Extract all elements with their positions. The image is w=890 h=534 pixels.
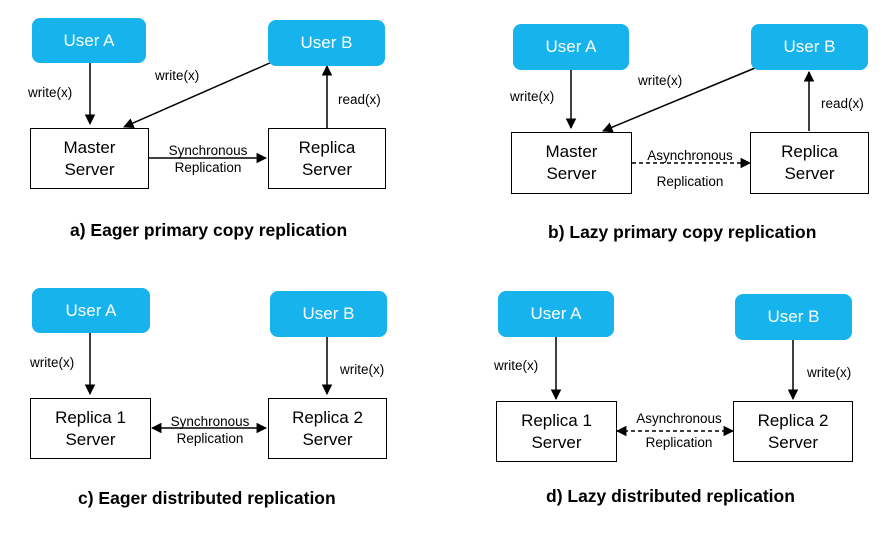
a-user-b-write-arrow bbox=[123, 61, 273, 129]
a-left-server-box: Master Server bbox=[30, 128, 149, 189]
d-right-server-line1: Replica 2 bbox=[757, 410, 829, 430]
a-right-server-line2: Server bbox=[301, 159, 353, 179]
d-user-a-label: User A bbox=[530, 304, 582, 323]
a-read-label: read(x) bbox=[338, 92, 381, 107]
c-left-server-line2: Server bbox=[65, 429, 116, 449]
b-left-server-line2: Server bbox=[546, 164, 597, 183]
d-user-a-box: User A bbox=[498, 291, 614, 337]
b-read-label: read(x) bbox=[821, 96, 864, 111]
a-user-b-label: User B bbox=[300, 33, 353, 52]
a-right-server-line1: Replica bbox=[298, 137, 356, 157]
b-replication-line2: Replication bbox=[656, 174, 724, 189]
d-replication-line2: Replication bbox=[645, 435, 713, 450]
b-user-b-box: User B bbox=[751, 24, 868, 70]
d-write-a-label: write(x) bbox=[494, 358, 539, 373]
c-write-b-label: write(x) bbox=[340, 362, 385, 377]
b-user-b-label: User B bbox=[783, 37, 836, 56]
a-write-a-label: write(x) bbox=[28, 85, 73, 100]
b-left-server-line1: Master bbox=[545, 142, 598, 161]
d-write-b-label: write(x) bbox=[807, 365, 852, 380]
d-left-server-box: Replica 1 Server bbox=[496, 401, 617, 462]
d-replication-label: Asynchronous Replication bbox=[627, 407, 731, 455]
b-right-server-line1: Replica bbox=[781, 142, 838, 161]
a-replication-label: Synchronous Replication bbox=[160, 142, 256, 176]
b-user-a-box: User A bbox=[513, 24, 629, 70]
a-replication-line2: Replication bbox=[174, 160, 242, 175]
b-write-b-label: write(x) bbox=[638, 73, 683, 88]
a-left-server-line2: Server bbox=[64, 159, 115, 179]
c-replication-line2: Replication bbox=[176, 431, 244, 446]
c-left-server-line1: Replica 1 bbox=[55, 407, 126, 427]
d-caption: d) Lazy distributed replication bbox=[546, 486, 795, 506]
b-replication-line1: Asynchronous bbox=[647, 148, 733, 163]
d-user-b-box: User B bbox=[735, 294, 852, 340]
d-right-server-line2: Server bbox=[767, 432, 819, 452]
c-right-server-line1: Replica 2 bbox=[292, 407, 363, 427]
b-replication-label: Asynchronous Replication bbox=[636, 143, 744, 195]
c-user-b-label: User B bbox=[302, 304, 355, 323]
c-replication-label: Synchronous Replication bbox=[160, 413, 260, 447]
a-write-b-label: write(x) bbox=[155, 68, 200, 83]
a-user-a-box: User A bbox=[32, 18, 146, 63]
c-caption: c) Eager distributed replication bbox=[78, 488, 336, 508]
b-right-server-line2: Server bbox=[784, 164, 835, 183]
a-user-a-label: User A bbox=[63, 30, 115, 50]
b-left-server-box: Master Server bbox=[511, 132, 632, 194]
a-replication-line1: Synchronous bbox=[168, 143, 248, 158]
c-right-server-box: Replica 2 Server bbox=[268, 398, 387, 459]
b-user-a-label: User A bbox=[545, 37, 597, 56]
a-caption: a) Eager primary copy replication bbox=[70, 220, 348, 240]
d-right-server-box: Replica 2 Server bbox=[733, 401, 853, 462]
c-replication-line1: Synchronous bbox=[170, 414, 250, 429]
d-replication-line1: Asynchronous bbox=[636, 411, 722, 426]
c-write-a-label: write(x) bbox=[30, 355, 75, 370]
a-user-b-box: User B bbox=[268, 20, 385, 66]
b-caption: b) Lazy primary copy replication bbox=[548, 222, 817, 242]
c-left-server-box: Replica 1 Server bbox=[30, 398, 151, 459]
c-user-b-box: User B bbox=[270, 291, 387, 337]
d-left-server-line1: Replica 1 bbox=[521, 410, 592, 430]
a-left-server-line1: Master bbox=[63, 137, 116, 157]
d-left-server-line2: Server bbox=[531, 432, 582, 452]
b-right-server-box: Replica Server bbox=[750, 132, 869, 194]
a-right-server-box: Replica Server bbox=[268, 128, 386, 189]
c-user-a-box: User A bbox=[32, 288, 150, 333]
b-write-a-label: write(x) bbox=[510, 89, 555, 104]
b-user-b-write-arrow bbox=[602, 67, 756, 133]
d-user-b-label: User B bbox=[767, 307, 820, 326]
c-right-server-line2: Server bbox=[302, 429, 353, 449]
c-user-a-label: User A bbox=[65, 300, 117, 320]
